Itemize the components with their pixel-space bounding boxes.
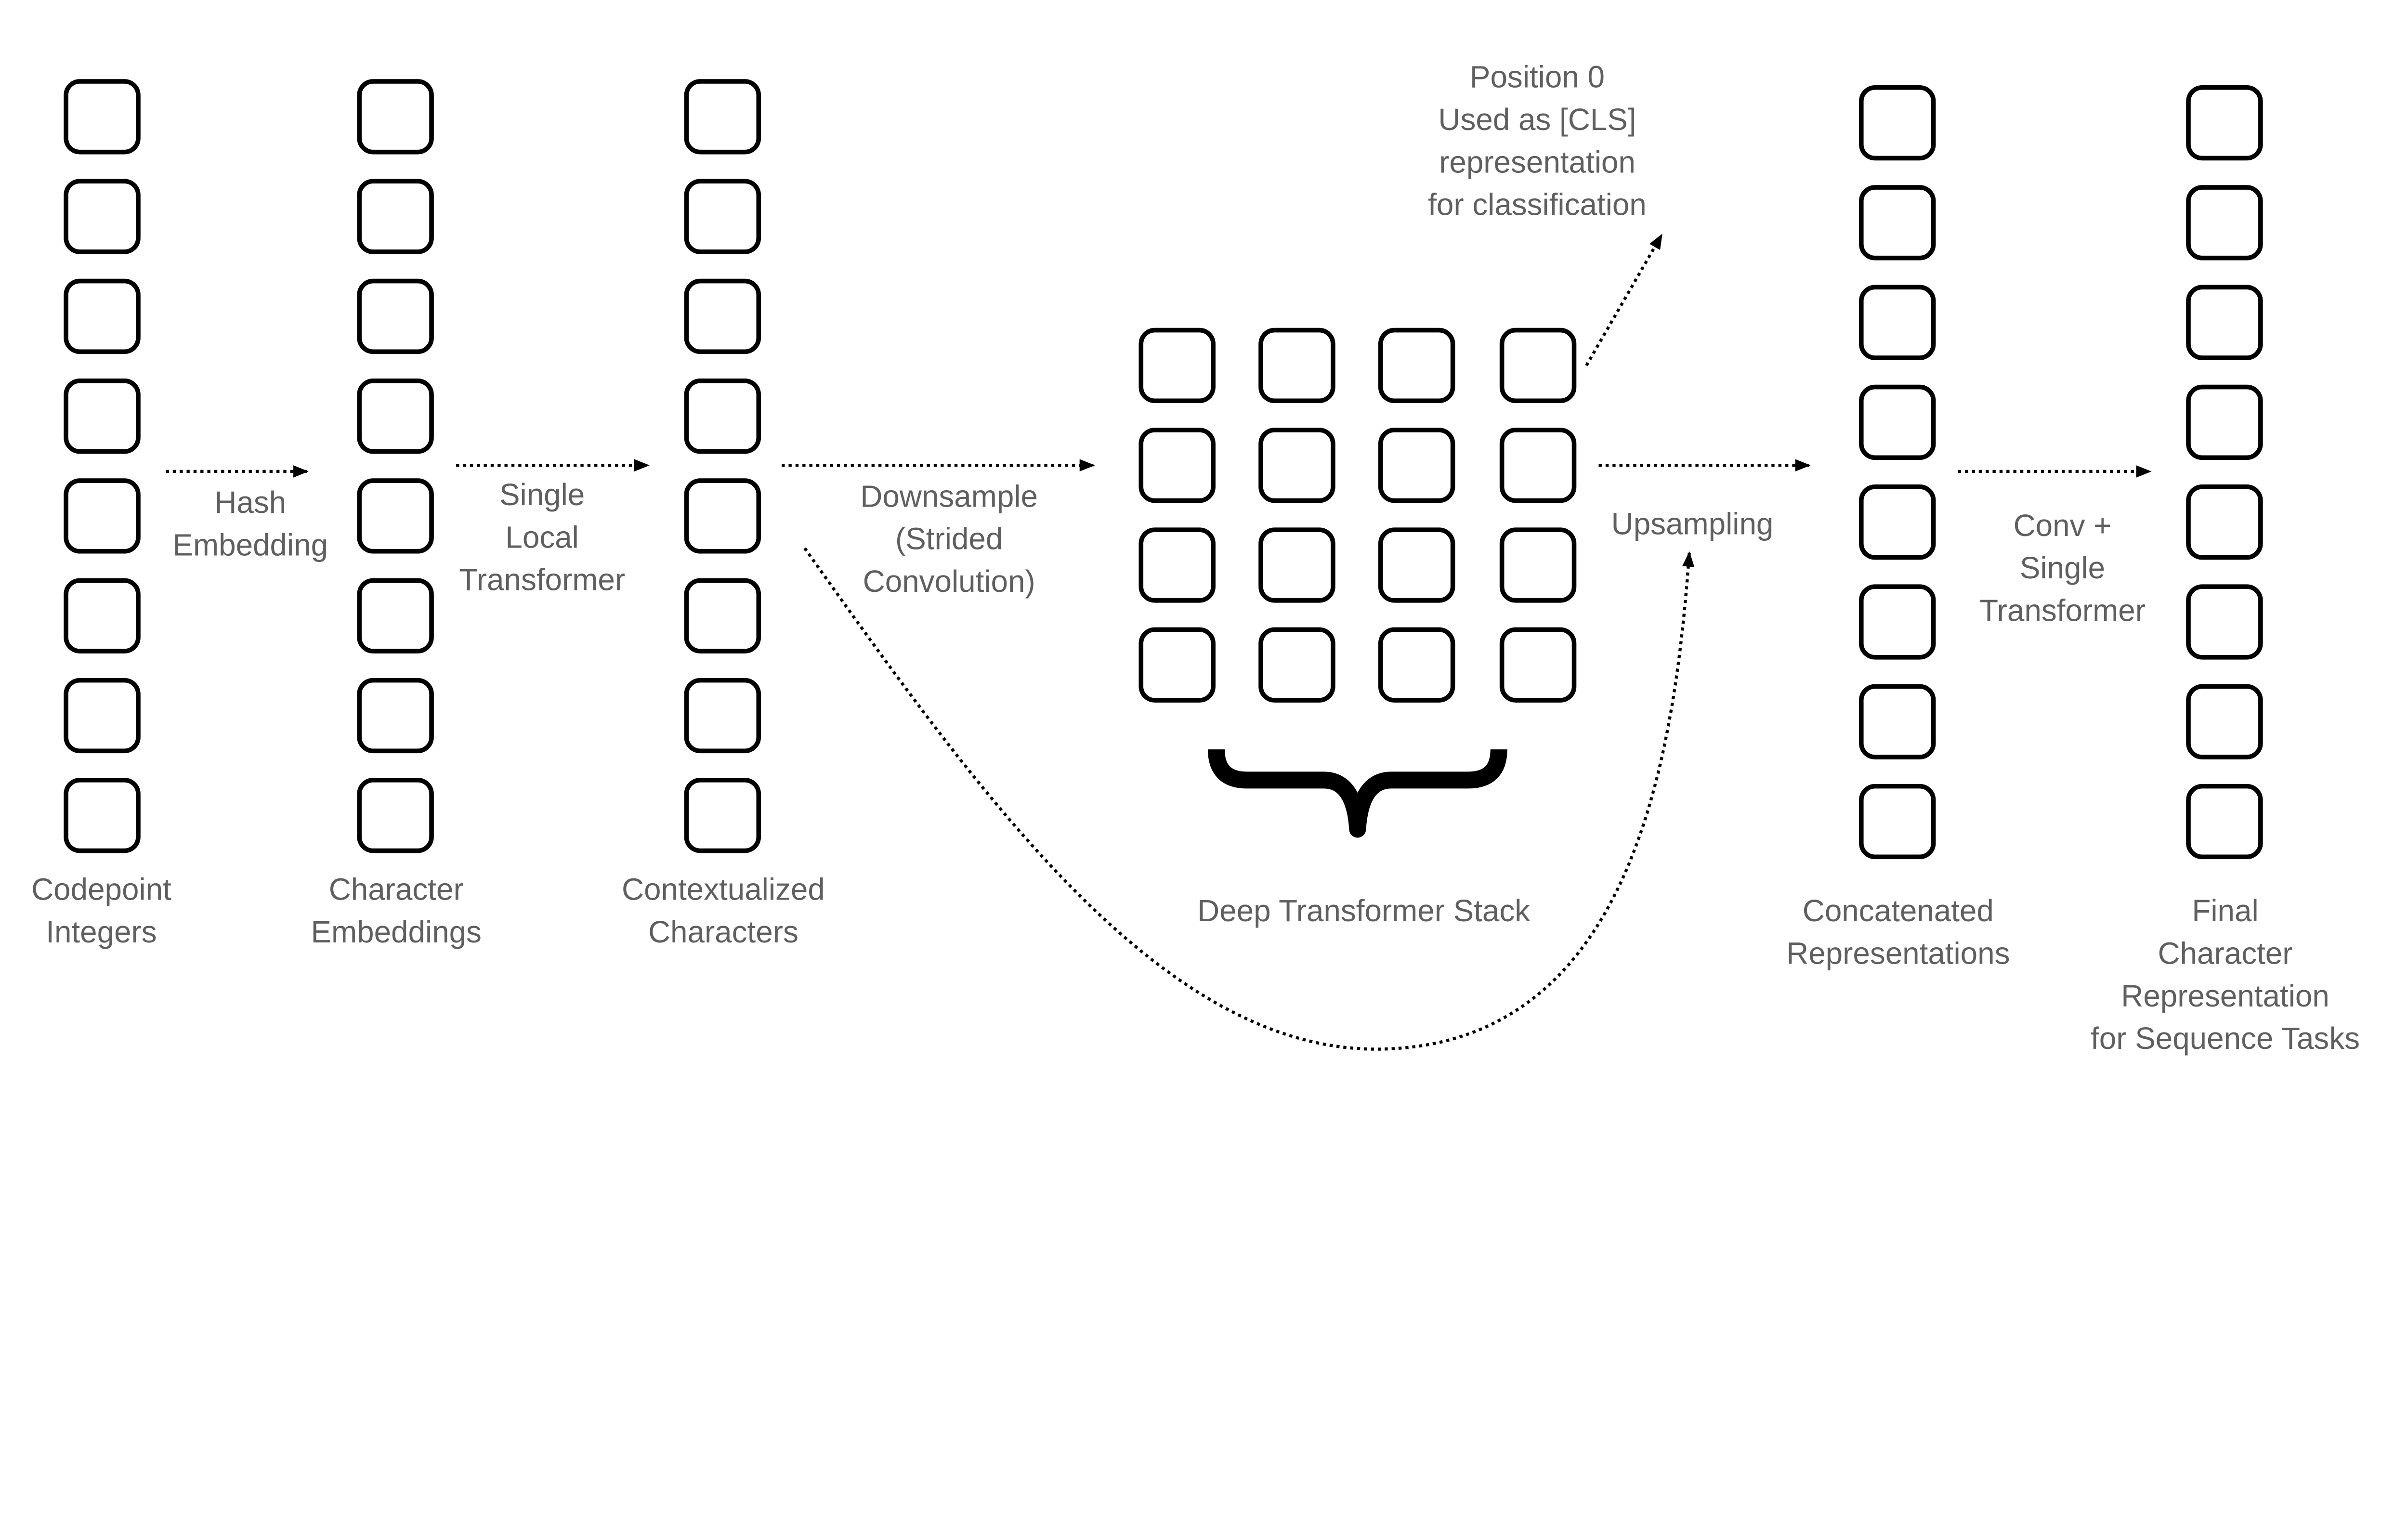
single-local-transformer-label: Single bbox=[499, 477, 585, 512]
final-representation-label: Character bbox=[2158, 936, 2293, 971]
downsample-label: Convolution) bbox=[863, 564, 1035, 599]
final-rep-box bbox=[2186, 584, 2263, 660]
contextualized-box bbox=[684, 79, 761, 155]
final-rep-box bbox=[2186, 384, 2263, 460]
char-embedding-box bbox=[357, 179, 434, 254]
concatenated-box bbox=[1859, 285, 1936, 360]
deep-transformer-box bbox=[1499, 527, 1577, 603]
deep-transformer-box bbox=[1258, 428, 1335, 503]
contextualized-box bbox=[684, 578, 761, 653]
final-rep-box bbox=[2186, 684, 2263, 759]
codepoint-box bbox=[64, 379, 141, 454]
character-embeddings-label: Character bbox=[329, 872, 464, 907]
concatenated-box bbox=[1859, 85, 1936, 161]
contextualized-box bbox=[684, 379, 761, 454]
position0-label: representation bbox=[1439, 144, 1636, 179]
character-embeddings-label: Embeddings bbox=[311, 915, 481, 949]
codepoint-box bbox=[64, 179, 141, 254]
single-local-transformer-label: Local bbox=[505, 520, 578, 554]
position0-label: for classification bbox=[1428, 187, 1647, 222]
deep-transformer-box bbox=[1499, 428, 1577, 503]
concatenated-box bbox=[1859, 784, 1936, 860]
deep-transformer-box bbox=[1258, 527, 1335, 603]
char-embedding-box bbox=[357, 478, 434, 554]
contextualized-box bbox=[684, 778, 761, 853]
downsample-label: Downsample bbox=[860, 479, 1038, 513]
final-rep-box bbox=[2186, 85, 2263, 161]
deep-transformer-stack-label: Deep Transformer Stack bbox=[1197, 893, 1530, 928]
position0-label: Position 0 bbox=[1470, 60, 1605, 94]
char-embedding-box bbox=[357, 678, 434, 754]
deep-transformer-box bbox=[1378, 527, 1455, 603]
upsampling-label: Upsampling bbox=[1611, 507, 1774, 541]
final-rep-box bbox=[2186, 784, 2263, 860]
deep-transformer-box bbox=[1258, 327, 1335, 404]
conv-single-transformer-label: Transformer bbox=[1979, 593, 2146, 628]
char-embedding-box bbox=[357, 278, 434, 354]
deep-transformer-box bbox=[1139, 527, 1216, 603]
hash-embedding-label: Embedding bbox=[172, 527, 328, 562]
deep-transformer-box bbox=[1378, 428, 1455, 503]
position0-label: Used as [CLS] bbox=[1438, 102, 1636, 137]
concatenated-box bbox=[1859, 384, 1936, 460]
concatenated-box bbox=[1859, 484, 1936, 560]
char-embedding-box bbox=[357, 79, 434, 155]
concatenated-box bbox=[1859, 684, 1936, 759]
final-representation-label: Representation bbox=[2121, 979, 2329, 1013]
concatenated-box bbox=[1859, 584, 1936, 660]
codepoint-box bbox=[64, 79, 141, 155]
contextualized-box bbox=[684, 278, 761, 354]
contextualized-box bbox=[684, 678, 761, 754]
conv-single-transformer-label: Single bbox=[2020, 550, 2105, 585]
codepoint-box bbox=[64, 478, 141, 554]
single-local-transformer-label: Transformer bbox=[459, 562, 625, 597]
contextualized-box bbox=[684, 179, 761, 254]
final-rep-box bbox=[2186, 484, 2263, 560]
contextualized-characters-label: Characters bbox=[648, 915, 798, 949]
char-embedding-box bbox=[357, 778, 434, 853]
deep-stack-brace bbox=[1207, 749, 1507, 838]
hash-embedding-label: Hash bbox=[214, 485, 286, 520]
concatenated-representations-label: Concatenated bbox=[1803, 893, 1994, 928]
codepoint-integers-label: Codepoint bbox=[31, 872, 171, 907]
cls-arrow bbox=[1585, 234, 1663, 366]
codepoint-integers-label: Integers bbox=[46, 915, 157, 949]
codepoint-box bbox=[64, 578, 141, 653]
deep-transformer-box bbox=[1499, 327, 1577, 404]
deep-transformer-box bbox=[1139, 627, 1216, 703]
deep-transformer-box bbox=[1139, 327, 1216, 404]
char-embedding-box bbox=[357, 379, 434, 454]
residual-skip-arrow bbox=[803, 547, 1695, 1051]
deep-transformer-box bbox=[1378, 327, 1455, 404]
concatenated-representations-label: Representations bbox=[1786, 936, 2010, 971]
contextualized-characters-label: Contextualized bbox=[622, 872, 825, 907]
deep-transformer-box bbox=[1258, 627, 1335, 703]
codepoint-box bbox=[64, 678, 141, 754]
conv-single-transformer-label: Conv + bbox=[2014, 508, 2112, 543]
canine-architecture-diagram: HashEmbeddingSingleLocalTransformerDowns… bbox=[31, 60, 2360, 1056]
deep-transformer-box bbox=[1499, 627, 1577, 703]
final-representation-label: for Sequence Tasks bbox=[2091, 1021, 2360, 1056]
concatenated-box bbox=[1859, 185, 1936, 261]
codepoint-box bbox=[64, 278, 141, 354]
contextualized-box bbox=[684, 478, 761, 554]
deep-transformer-box bbox=[1139, 428, 1216, 503]
codepoint-box bbox=[64, 778, 141, 853]
final-rep-box bbox=[2186, 185, 2263, 261]
deep-transformer-box bbox=[1378, 627, 1455, 703]
downsample-label: (Strided bbox=[895, 522, 1003, 556]
final-representation-label: Final bbox=[2192, 893, 2258, 928]
final-rep-box bbox=[2186, 285, 2263, 360]
char-embedding-box bbox=[357, 578, 434, 653]
